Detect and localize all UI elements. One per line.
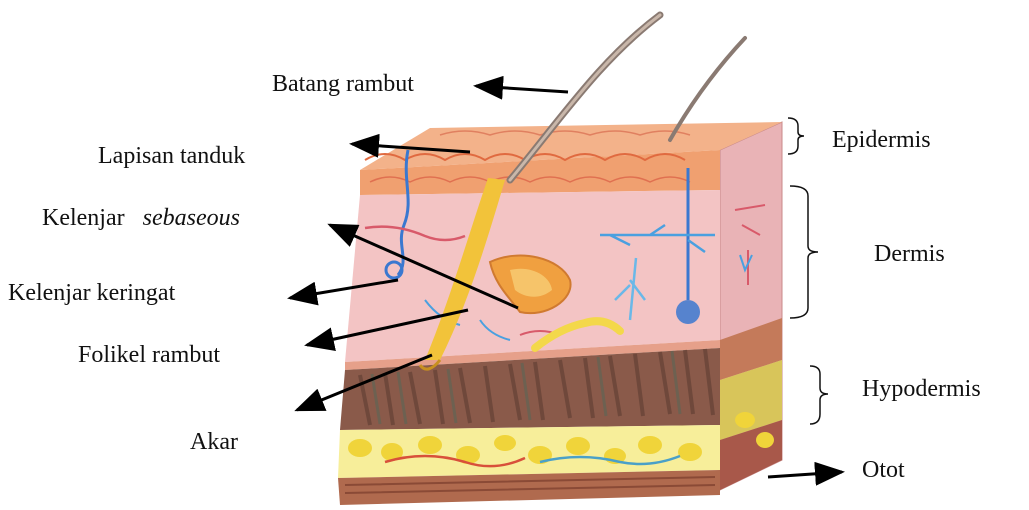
hypodermis-bracket	[810, 366, 828, 424]
label-akar: Akar	[190, 430, 238, 454]
block-side-face	[720, 122, 782, 490]
label-epidermis: Epidermis	[832, 128, 931, 152]
label-kelenjar-keringat: Kelenjar keringat	[8, 281, 175, 305]
label-hypodermis: Hypodermis	[862, 377, 981, 401]
label-lapisan-tanduk: Lapisan tanduk	[98, 144, 245, 168]
brackets	[788, 118, 828, 424]
label-sebaseous: sebaseous	[143, 205, 240, 231]
arrow-batang-rambut	[476, 86, 568, 92]
epidermis-layer	[360, 122, 782, 195]
label-kelenjar: Kelenjar	[42, 205, 125, 231]
arrow-otot	[768, 472, 842, 477]
label-folikel-rambut: Folikel rambut	[78, 343, 220, 367]
label-dermis: Dermis	[874, 242, 945, 266]
label-otot: Otot	[862, 458, 905, 482]
epidermis-bracket	[788, 118, 804, 154]
label-kelenjar-sebaseous: Kelenjar sebaseous	[42, 206, 240, 230]
dermis-bracket	[790, 186, 818, 318]
label-batang-rambut: Batang rambut	[272, 72, 414, 96]
